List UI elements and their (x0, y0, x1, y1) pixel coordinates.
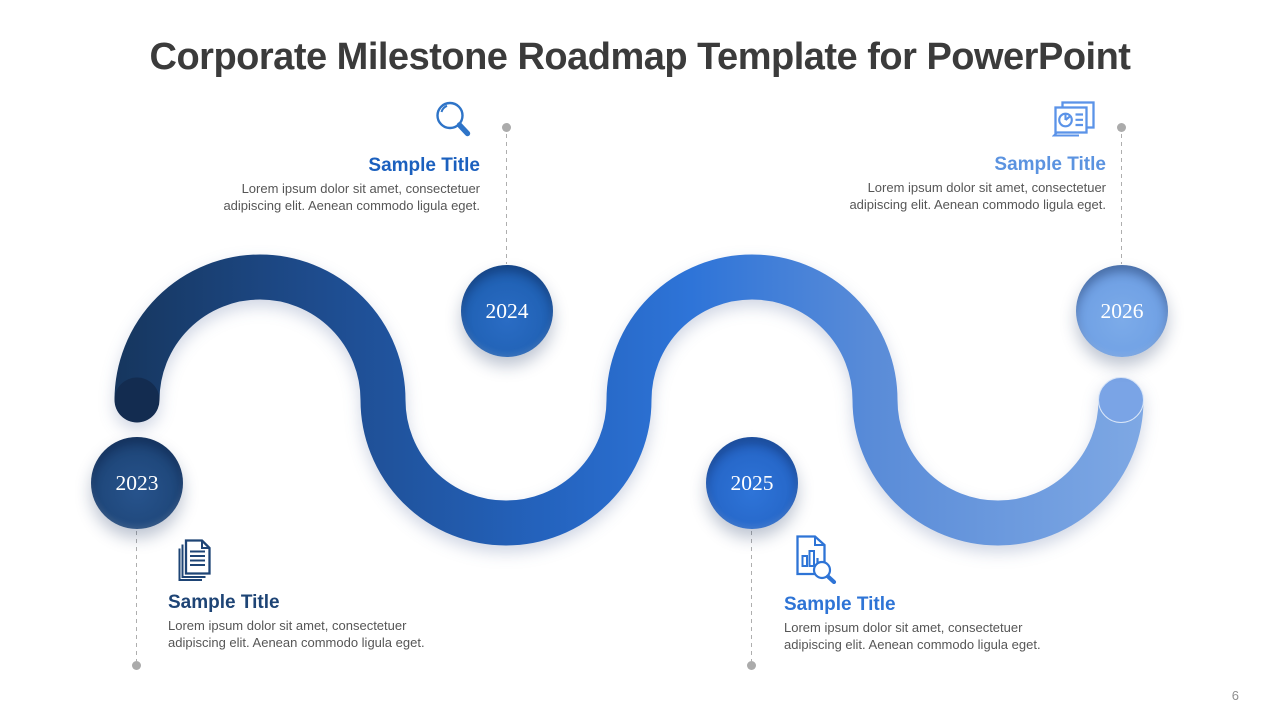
ribbon-wave-path (114, 254, 1144, 546)
page-number: 6 (1231, 688, 1239, 703)
milestone-title: Sample Title (784, 594, 896, 615)
slide-title: Corporate Milestone Roadmap Template for… (149, 36, 1131, 78)
connector-2025 (751, 531, 752, 661)
milestone-block-2023: Sample Title Lorem ipsum dolor sit amet,… (168, 536, 438, 652)
milestone-body: Lorem ipsum dolor sit amet, consectetuer… (784, 620, 1041, 653)
milestone-body: Lorem ipsum dolor sit amet, consectetuer… (223, 181, 480, 214)
connector-2023 (136, 531, 137, 661)
connector-dot-2023 (132, 661, 141, 670)
connector-dot-2025 (747, 661, 756, 670)
milestone-circle-2023: 2023 (91, 437, 183, 529)
slides-icon (1052, 101, 1095, 137)
milestone-body: Lorem ipsum dolor sit amet, consectetuer… (849, 180, 1106, 213)
documents-icon (178, 539, 211, 581)
year-label: 2024 (485, 298, 529, 323)
milestone-circle-2026: 2026 (1076, 265, 1168, 357)
year-label: 2023 (115, 470, 159, 495)
ribbon-end-cap (1098, 377, 1144, 423)
year-label: 2026 (1100, 298, 1144, 323)
milestone-block-2024: Sample Title Lorem ipsum dolor sit amet,… (210, 100, 480, 215)
magnifier-icon (436, 101, 471, 137)
milestone-circle-2024: 2024 (461, 265, 553, 357)
connector-dot-2026 (1117, 123, 1126, 132)
milestone-title: Sample Title (168, 592, 280, 613)
milestone-title: Sample Title (368, 155, 480, 176)
milestone-block-2026: Sample Title Lorem ipsum dolor sit amet,… (836, 100, 1106, 214)
ribbon-start-cap (114, 377, 160, 423)
milestone-body: Lorem ipsum dolor sit amet, consectetuer… (168, 618, 425, 651)
milestone-title: Sample Title (994, 154, 1106, 175)
report-search-icon (796, 535, 837, 584)
connector-2026 (1121, 134, 1122, 264)
milestone-block-2025: Sample Title Lorem ipsum dolor sit amet,… (784, 534, 1054, 654)
connector-dot-2024 (502, 123, 511, 132)
year-label: 2025 (730, 470, 774, 495)
connector-2024 (506, 134, 507, 264)
milestone-circle-2025: 2025 (706, 437, 798, 529)
